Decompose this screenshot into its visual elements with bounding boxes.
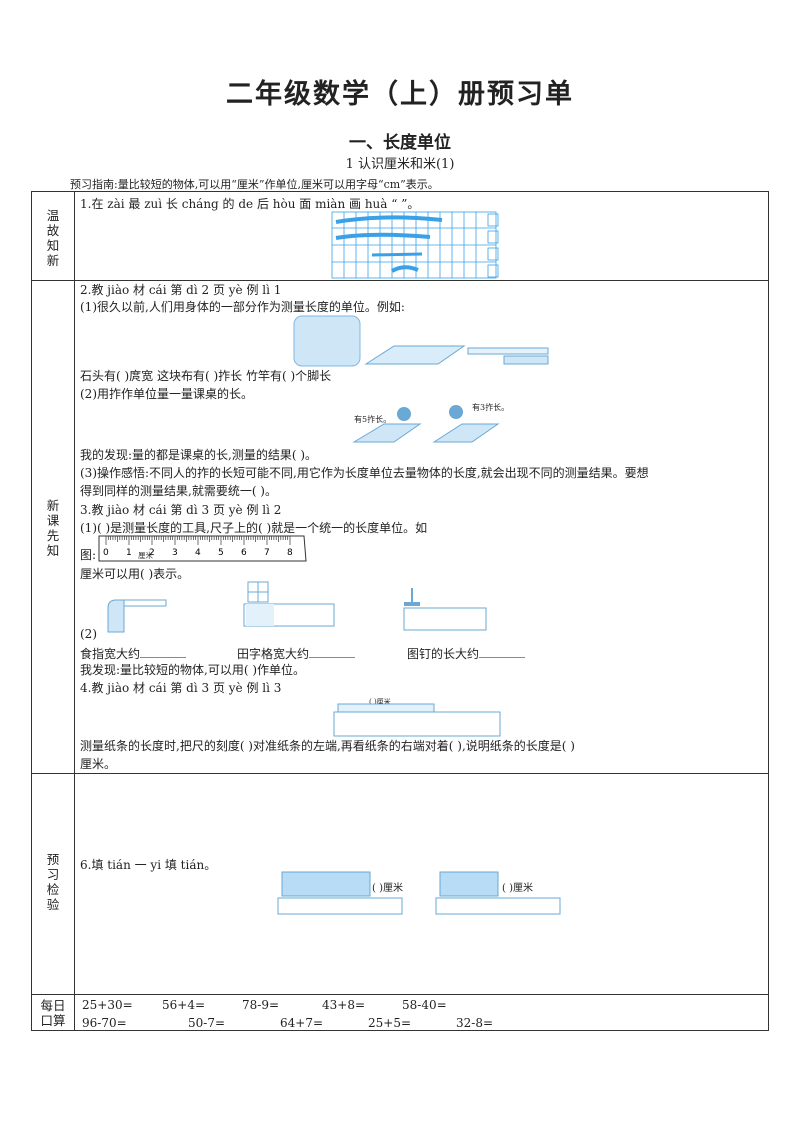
bubble-left: 有5拃长。	[354, 415, 392, 424]
row-divider	[32, 280, 768, 281]
ruler-number: 8	[287, 548, 293, 558]
question-4: 4.教 jiào 材 cái 第 dì 3 页 yè 例 lì 3	[80, 681, 282, 695]
answer-1: ( )厘米	[372, 883, 403, 894]
question-6: 6.填 tián 一 yi 填 tián。	[80, 858, 217, 872]
desk-measure-illustration	[352, 405, 500, 443]
finger-width-blank[interactable]	[140, 645, 187, 658]
grid-ruler-figure	[243, 581, 335, 627]
ruler-number: 5	[218, 548, 224, 558]
worksheet-table: 温故知新 新课先知 预习检验 每日口算 1.在 zài 最 zuì 长 chán…	[31, 191, 769, 1031]
question-2-2-answer: 我的发现:量的都是课桌的长,测量的结果( )。	[80, 448, 318, 462]
body-units-illustration	[293, 315, 549, 367]
page-title: 二年级数学（上）册预习单	[226, 79, 574, 110]
pin-length-blank[interactable]	[479, 645, 526, 658]
question-4-text: 测量纸条的长度时,把尺的刻度( )对准纸条的左端,再看纸条的右端对着( ),说明…	[80, 739, 575, 753]
discovery-text: 我发现:量比较短的物体,可以用( )作单位。	[80, 663, 306, 677]
question-2-2: (2)用拃作单位量一量课桌的长。	[80, 387, 253, 401]
question-3-1: (1)( )是测量长度的工具,尺子上的( )就是一个统一的长度单位。如	[80, 521, 428, 535]
question-4-text-2: 厘米。	[80, 757, 117, 771]
row-divider	[32, 773, 768, 774]
question-2-3-line-1: (3)操作感悟:不同人的拃的长短可能不同,用它作为长度单位去量物体的长度,就会出…	[80, 466, 649, 480]
question-1: 1.在 zài 最 zuì 长 cháng 的 de 后 hòu 面 miàn …	[80, 197, 420, 211]
column-divider	[74, 192, 75, 1030]
ruler-number: 6	[241, 548, 247, 558]
ruler-number: 4	[195, 548, 201, 558]
grid-lines-figure	[331, 211, 499, 279]
figure-label: 图:	[80, 548, 97, 562]
ruler-number: 0	[103, 548, 109, 558]
grid-width-label: 田字格宽大约	[237, 645, 356, 662]
oral-problem: 96-70=	[82, 1016, 127, 1030]
oral-problem: 32-8=	[456, 1016, 494, 1030]
grid-width-blank[interactable]	[309, 645, 356, 658]
pin-ruler-figure	[403, 588, 487, 631]
bubble-right: 有3拃长。	[472, 403, 510, 412]
ruler-number: 2	[149, 548, 155, 558]
paper-strip-ruler-figure	[333, 703, 501, 737]
question-2-1-answers: 石头有( )庹宽 这块布有( )拃长 竹竿有( )个脚长	[80, 369, 332, 383]
question-3-2: (2)	[80, 627, 97, 641]
section-label-review: 温故知新	[46, 208, 60, 268]
lesson-title: 1 认识厘米和米(1)	[345, 157, 455, 172]
question-2-3-line-2: 得到同样的测量结果,就需要统一( )。	[80, 484, 277, 498]
section-label-new: 新课先知	[46, 498, 60, 558]
oral-problem: 78-9=	[242, 998, 280, 1012]
section-label-oral: 每日口算	[40, 998, 66, 1028]
oral-problem: 25+5=	[368, 1016, 412, 1030]
pin-length-label: 图钉的长大约	[407, 645, 526, 662]
oral-problem: 50-7=	[188, 1016, 226, 1030]
answer-2: ( )厘米	[502, 883, 533, 894]
preview-guide: 预习指南:量比较短的物体,可以用“厘米”作单位,厘米可以用字母“cm”表示。	[70, 178, 439, 191]
ruler-unit-label: 厘米	[138, 550, 153, 560]
finger-width-label: 食指宽大约	[80, 645, 187, 662]
ruler-number: 3	[172, 548, 178, 558]
row-divider	[32, 994, 768, 995]
measure-boxes-figure	[277, 871, 561, 915]
unit-title: 一、长度单位	[349, 133, 451, 153]
question-3: 3.教 jiào 材 cái 第 dì 3 页 yè 例 lì 2	[80, 503, 282, 517]
ruler-number: 7	[264, 548, 270, 558]
question-2-1: (1)很久以前,人们用身体的一部分作为测量长度的单位。例如:	[80, 300, 405, 314]
oral-problem: 56+4=	[162, 998, 206, 1012]
question-3-cm: 厘米可以用( )表示。	[80, 567, 190, 581]
finger-ruler-figure	[107, 599, 167, 633]
oral-problem: 43+8=	[322, 998, 366, 1012]
ruler-number: 1	[126, 548, 132, 558]
oral-problem: 64+7=	[280, 1016, 324, 1030]
section-label-check: 预习检验	[46, 852, 60, 912]
oral-problem: 25+30=	[82, 998, 133, 1012]
oral-problem: 58-40=	[402, 998, 447, 1012]
paper-strip-label: ( )厘米	[369, 698, 391, 706]
question-2: 2.教 jiào 材 cái 第 dì 2 页 yè 例 lì 1	[80, 283, 282, 297]
ruler-figure: 厘米 0 1 2 3 4 5 6 7 8	[98, 535, 307, 562]
